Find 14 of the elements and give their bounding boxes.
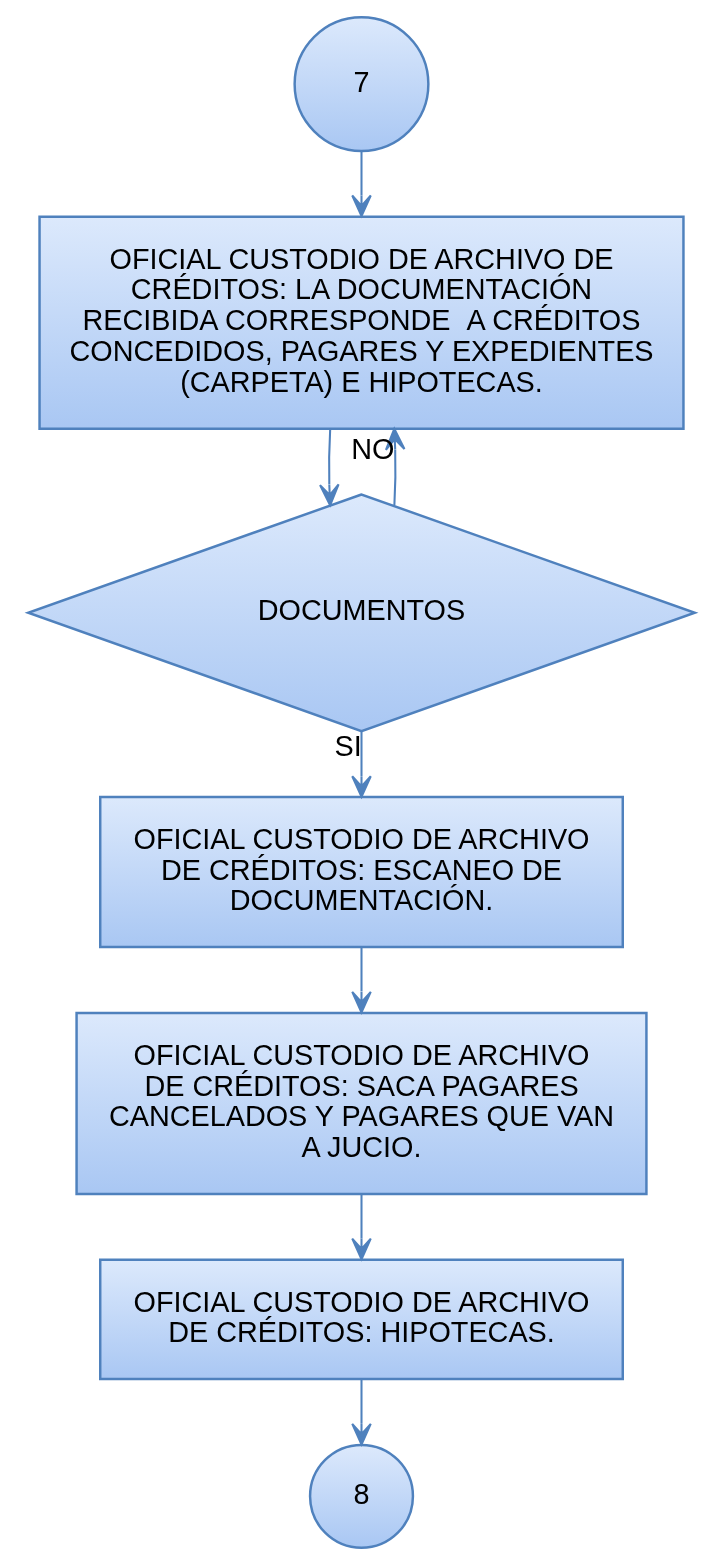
arrow — [350, 1194, 372, 1261]
edge-label: NO — [350, 433, 394, 466]
node-box: OFICIAL CUSTODIO DE ARCHIVO DE CRÉDITOS: HIPOTECAS. — [98, 1258, 624, 1381]
arrow — [350, 1380, 372, 1446]
node-box: OFICIAL CUSTODIO DE ARCHIVO DE CRÉDITOS: ESCANEO DE DOCUMENTACIÓN. — [98, 795, 624, 949]
arrow — [350, 151, 372, 218]
node-box: OFICIAL CUSTODIO DE ARCHIVO DE CRÉDITOS: LA DOCUMENTACIÓN RECIBIDA CORRESPONDE A CRÉDITOS CONCEDIDOS, PAGARES Y EXPEDIENTES (CARPETA) E HIPOTECAS. — [37, 215, 685, 430]
arrow — [318, 428, 340, 507]
node-circle: 8 — [308, 1443, 414, 1550]
arrow — [350, 947, 372, 1014]
node-box: OFICIAL CUSTODIO DE ARCHIVO DE CRÉDITOS: SACA PAGARES CANCELADOS Y PAGARES QUE VAN A JUCIO. — [74, 1011, 648, 1196]
node-diamond: DOCUMENTOS — [24, 493, 698, 733]
arrow — [350, 731, 372, 798]
node-circle: 7 — [292, 15, 430, 153]
